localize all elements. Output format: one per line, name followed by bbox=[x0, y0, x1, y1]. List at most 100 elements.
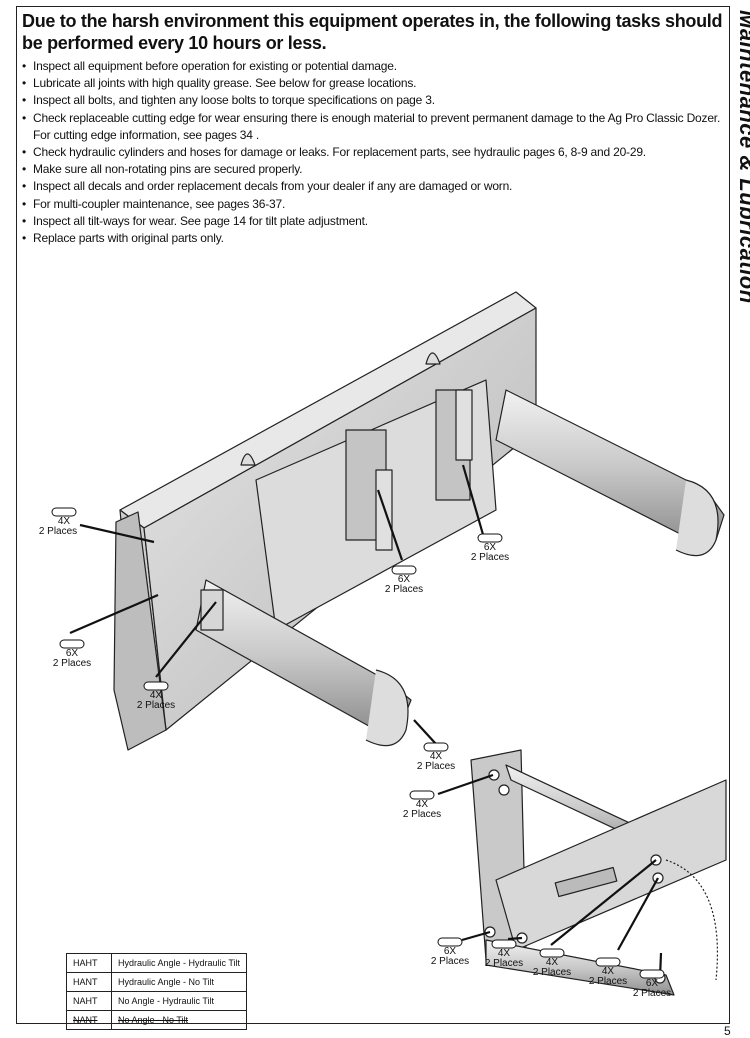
model-legend-table: HAHT Hydraulic Angle - Hydraulic Tilt HA… bbox=[66, 953, 248, 1030]
page-number: 5 bbox=[724, 1024, 731, 1038]
task-item: Make sure all non-rotating pins are secu… bbox=[22, 161, 728, 178]
legend-row: HAHT Hydraulic Angle - Hydraulic Tilt bbox=[66, 953, 248, 973]
callout-qty: 6X bbox=[484, 542, 497, 553]
grease-gun-icon bbox=[477, 533, 503, 543]
cylinder-right bbox=[455, 389, 473, 461]
grease-gun-icon bbox=[437, 937, 463, 947]
grease-gun-icon bbox=[423, 742, 449, 752]
lift-eye bbox=[240, 453, 256, 466]
callout-arrow bbox=[437, 773, 494, 796]
callout-arrow bbox=[507, 936, 523, 941]
callout-places: 2 Places bbox=[471, 552, 509, 563]
side-section-title-text: Maintenance & Lubrication bbox=[736, 10, 750, 304]
callout-qty: 4X bbox=[150, 690, 163, 701]
legend-description: No Angle - Hydraulic Tilt bbox=[110, 991, 248, 1011]
callout-qty: 4X bbox=[416, 799, 429, 810]
legend-code: NAHT bbox=[66, 991, 112, 1011]
task-item: Inspect all decals and order replacement… bbox=[22, 178, 728, 195]
legend-description: No Angle - No Tilt bbox=[110, 1010, 248, 1030]
callout-places: 2 Places bbox=[485, 958, 523, 969]
grease-gun-icon bbox=[51, 507, 77, 517]
grease-callouts: 4X 2 Places 6X 2 Places 6X 2 Places 6X 2… bbox=[39, 507, 671, 999]
maintenance-task-list: Inspect all equipment before operation f… bbox=[22, 58, 728, 247]
callout-places: 2 Places bbox=[403, 809, 441, 820]
legend-code: NANT bbox=[66, 1010, 112, 1030]
legend-row: NANT No Angle - No Tilt bbox=[66, 1010, 248, 1030]
page-frame bbox=[16, 6, 730, 1024]
grease-gun-icon bbox=[491, 939, 517, 949]
angle-cylinder bbox=[200, 589, 224, 631]
callout-arrow bbox=[617, 877, 659, 951]
dozer-lubrication-diagram: 4X 2 Places 6X 2 Places 6X 2 Places 6X 2… bbox=[39, 291, 727, 999]
legend-description: Hydraulic Angle - No Tilt bbox=[110, 972, 248, 992]
legend-row: NAHT No Angle - Hydraulic Tilt bbox=[66, 991, 248, 1011]
callout-arrow bbox=[461, 930, 491, 942]
grease-gun-icon bbox=[539, 948, 565, 958]
callout-places: 2 Places bbox=[633, 988, 671, 999]
grease-callout: 6X 2 Places bbox=[431, 937, 469, 967]
task-item: Replace parts with original parts only. bbox=[22, 230, 728, 247]
grease-gun-icon bbox=[639, 969, 665, 979]
grease-callout: 4X 2 Places bbox=[417, 742, 455, 772]
grease-gun-icon bbox=[59, 639, 85, 649]
callout-arrow bbox=[376, 489, 404, 561]
task-item: Inspect all bolts, and tighten any loose… bbox=[22, 92, 728, 109]
grease-callout: 6X 2 Places bbox=[471, 533, 509, 563]
grease-callout: 4X 2 Places bbox=[533, 948, 571, 978]
callout-places: 2 Places bbox=[137, 700, 175, 711]
legend-description: Hydraulic Angle - Hydraulic Tilt bbox=[110, 953, 248, 973]
callout-qty: 4X bbox=[602, 966, 615, 977]
callout-arrow bbox=[79, 523, 155, 544]
push-arm-left bbox=[195, 579, 412, 747]
task-item: Check replaceable cutting edge for wear … bbox=[22, 110, 728, 144]
callout-qty: 4X bbox=[430, 751, 443, 762]
callout-places: 2 Places bbox=[385, 584, 423, 595]
lift-eye bbox=[425, 352, 441, 365]
callout-arrow bbox=[550, 859, 657, 946]
task-item: Inspect all tilt-ways for wear. See page… bbox=[22, 213, 728, 230]
callout-arrow bbox=[413, 719, 437, 745]
callout-places: 2 Places bbox=[53, 658, 91, 669]
callout-arrow bbox=[461, 464, 486, 539]
task-item: Check hydraulic cylinders and hoses for … bbox=[22, 144, 728, 161]
callout-qty: 6X bbox=[444, 946, 457, 957]
push-arm-right bbox=[495, 389, 725, 557]
grease-callout: 4X 2 Places bbox=[485, 939, 523, 969]
callout-qty: 4X bbox=[498, 948, 511, 959]
grease-callout: 6X 2 Places bbox=[53, 639, 91, 669]
tilt-detail-assembly bbox=[470, 749, 727, 996]
callout-places: 2 Places bbox=[589, 976, 627, 987]
frame-tube bbox=[495, 779, 727, 951]
callout-places: 2 Places bbox=[533, 967, 571, 978]
callout-qty: 4X bbox=[58, 516, 71, 527]
grease-callout: 4X 2 Places bbox=[403, 790, 441, 820]
grease-callout: 6X 2 Places bbox=[633, 969, 671, 999]
callout-qty: 6X bbox=[646, 978, 659, 989]
tilt-cylinder bbox=[554, 866, 618, 898]
dozer-blade-assembly bbox=[113, 291, 725, 751]
task-item: For multi-coupler maintenance, see pages… bbox=[22, 196, 728, 213]
callout-arrow bbox=[155, 601, 217, 678]
legend-code: HAHT bbox=[66, 953, 112, 973]
grease-callout: 6X 2 Places bbox=[385, 565, 423, 595]
task-item: Inspect all equipment before operation f… bbox=[22, 58, 728, 75]
grease-fitting bbox=[488, 769, 500, 781]
grease-callout: 4X 2 Places bbox=[589, 957, 627, 987]
callout-places: 2 Places bbox=[431, 956, 469, 967]
task-item: Lubricate all joints with high quality g… bbox=[22, 75, 728, 92]
dotted-outline bbox=[665, 859, 719, 981]
legend-code: HANT bbox=[66, 972, 112, 992]
callout-qty: 6X bbox=[398, 574, 411, 585]
grease-callout: 4X 2 Places bbox=[39, 507, 77, 537]
legend-row: HANT Hydraulic Angle - No Tilt bbox=[66, 972, 248, 992]
grease-gun-icon bbox=[409, 790, 435, 800]
grease-fitting bbox=[498, 784, 510, 796]
grease-gun-icon bbox=[391, 565, 417, 575]
callout-places: 2 Places bbox=[417, 761, 455, 772]
grease-gun-icon bbox=[595, 957, 621, 967]
callout-places: 2 Places bbox=[39, 526, 77, 537]
callout-qty: 4X bbox=[546, 957, 559, 968]
grease-callout: 4X 2 Places bbox=[137, 681, 175, 711]
grease-gun-icon bbox=[143, 681, 169, 691]
side-section-title: Maintenance & Lubrication bbox=[736, 6, 750, 366]
